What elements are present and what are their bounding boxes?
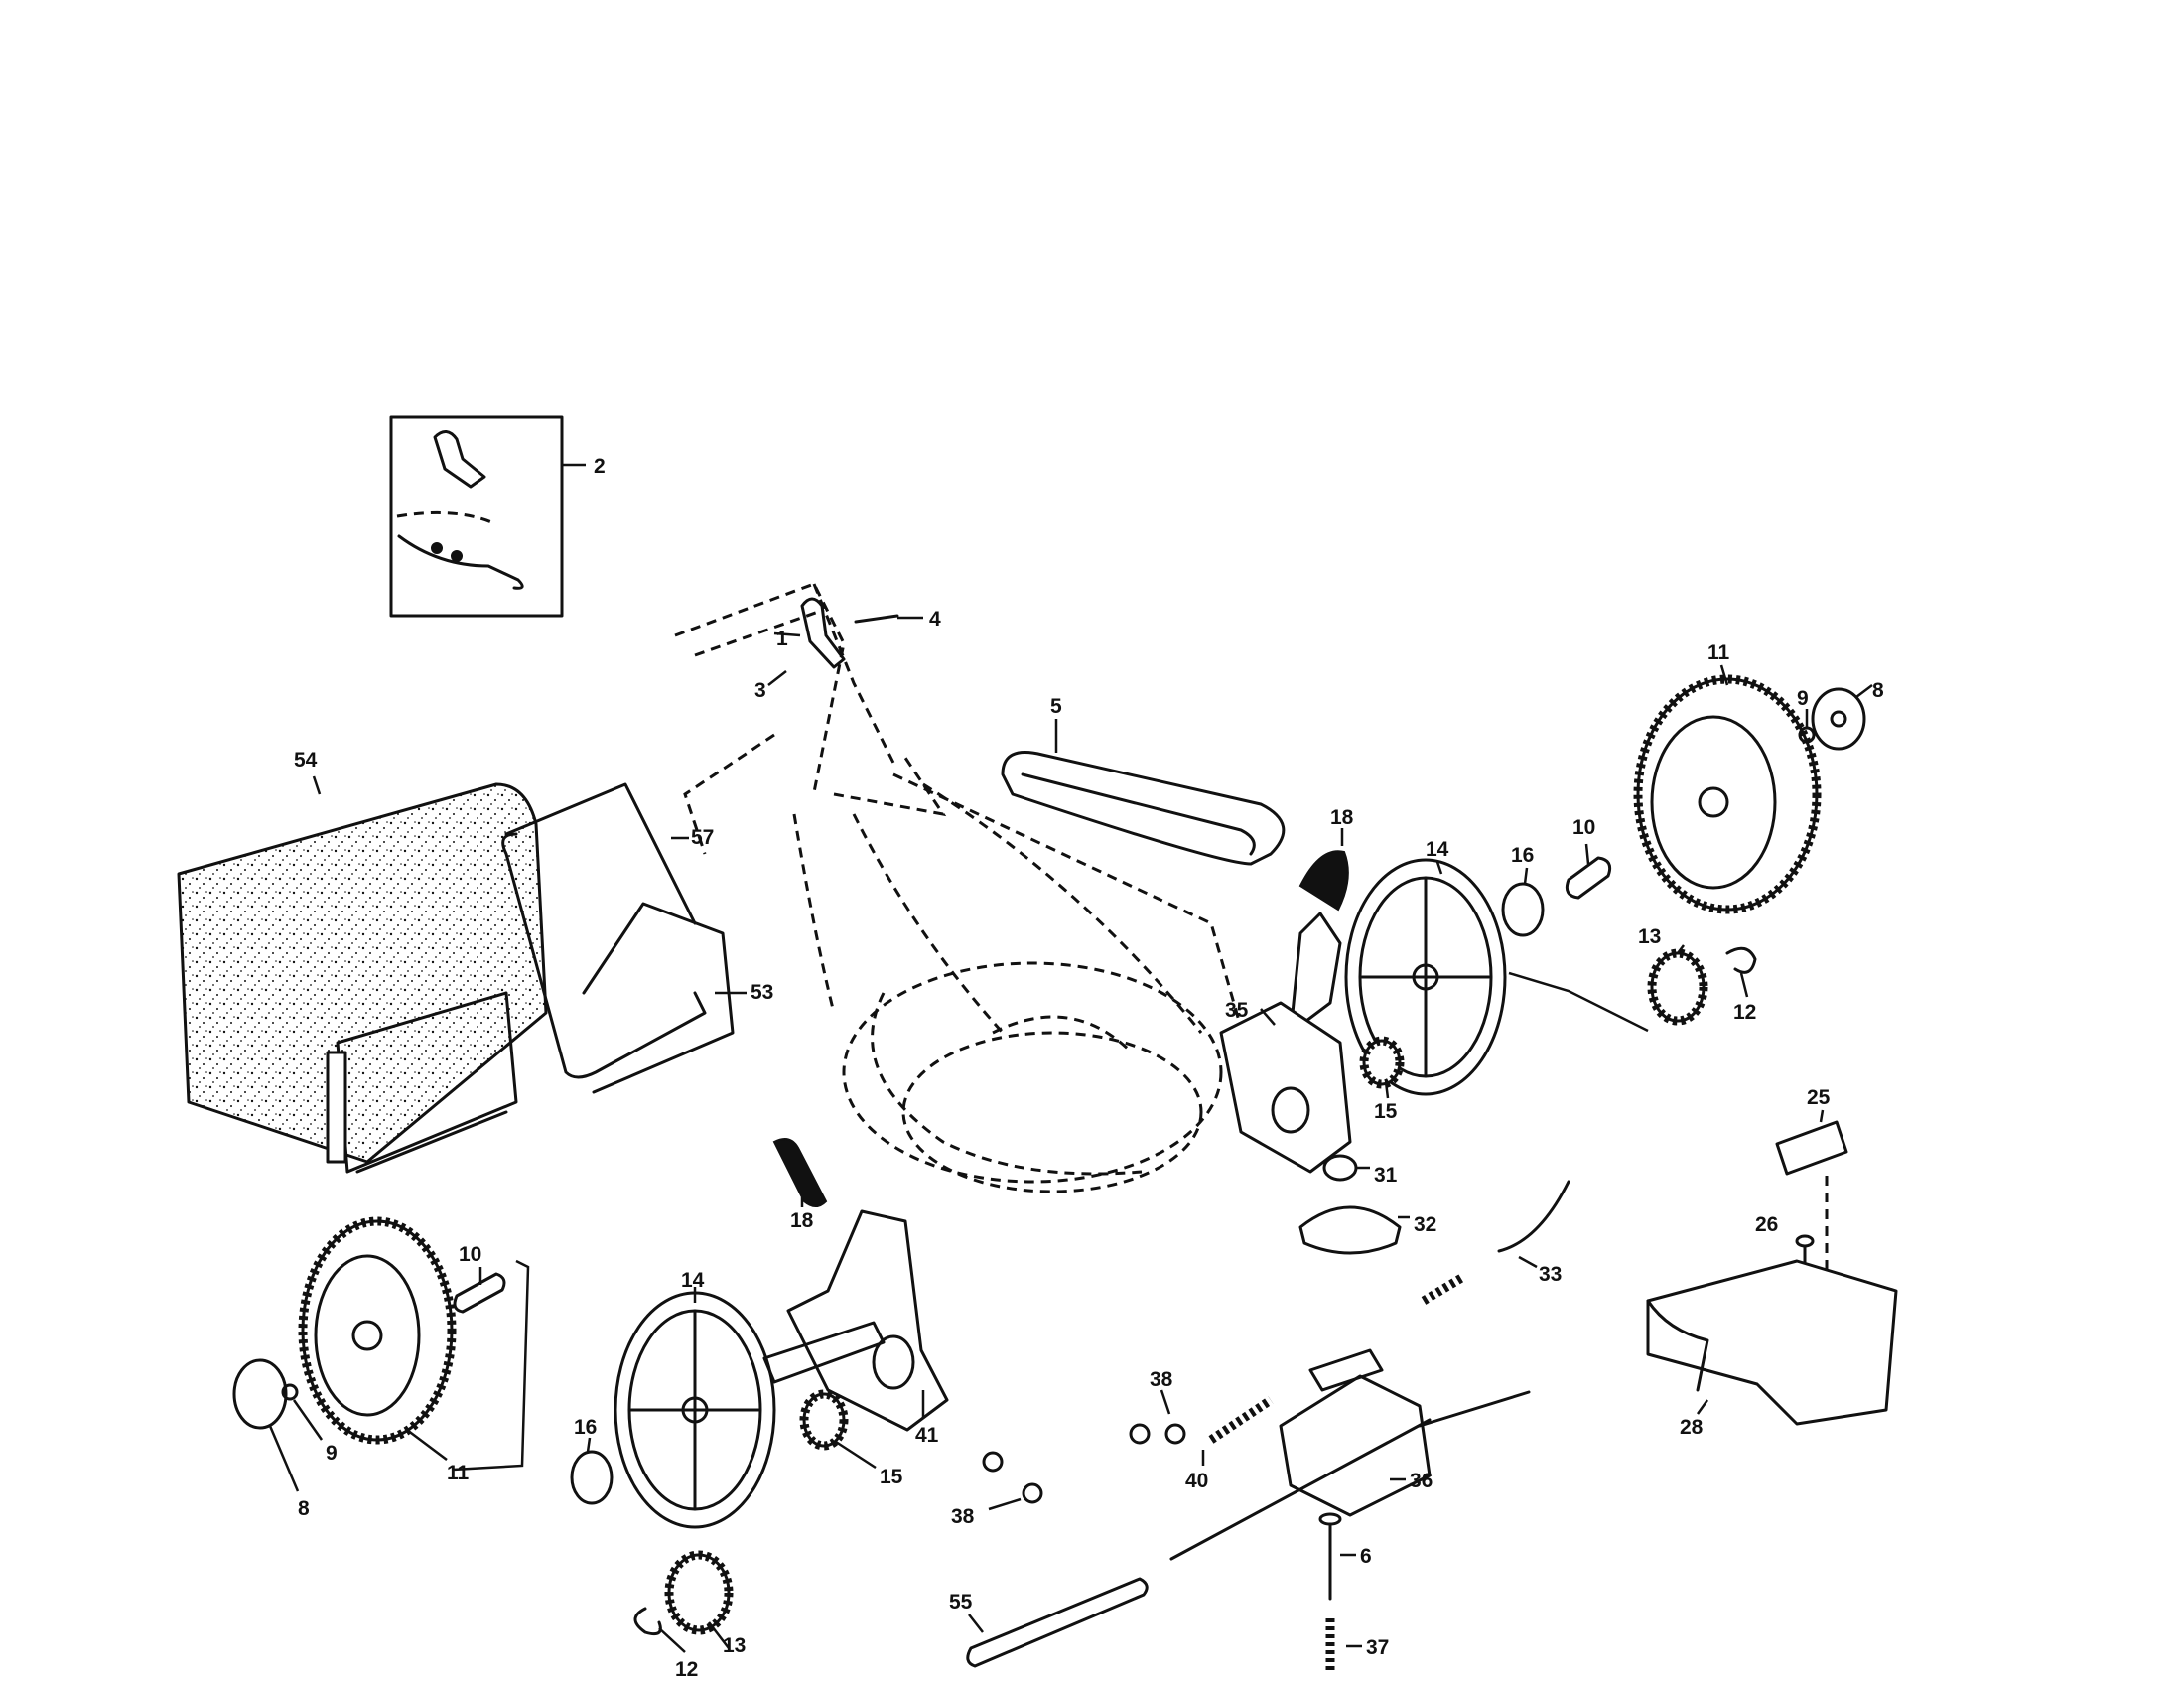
label-25 (1775, 1109, 1848, 1295)
callout-14-left: 14 (681, 1269, 705, 1292)
left-wheel-11 (298, 1216, 457, 1461)
gear-13-left (633, 1550, 734, 1653)
callout-28: 28 (1680, 1416, 1704, 1439)
handle-outline (674, 582, 1253, 1063)
belt (1001, 719, 1286, 866)
inset-box (389, 415, 586, 618)
left-gear-wheel-14 (614, 1287, 776, 1529)
callout-6: 6 (1360, 1545, 1372, 1568)
callout-16-right: 16 (1511, 844, 1534, 867)
bag-frame (501, 782, 747, 1094)
bushing-10 (452, 1259, 530, 1472)
right-gear-wheel-14 (1344, 858, 1649, 1096)
washer-16-left (570, 1437, 614, 1505)
callout-12-left: 12 (675, 1658, 698, 1681)
callout-labels: 1 2 3 4 5 6 8 8 9 9 10 10 11 11 12 12 13… (294, 455, 1884, 1681)
callout-55: 55 (949, 1591, 973, 1614)
callout-16-left: 16 (574, 1416, 597, 1439)
callout-8-right: 8 (1872, 679, 1884, 702)
callout-5: 5 (1050, 695, 1062, 718)
callout-40: 40 (1185, 1470, 1208, 1492)
grass-bag (177, 775, 548, 1174)
callout-1: 1 (776, 628, 788, 650)
right-washer-16 (1501, 867, 1545, 937)
callout-12-right: 12 (1733, 1001, 1756, 1024)
callout-38-bottom: 38 (951, 1505, 975, 1528)
right-drive-bracket-35 (1219, 912, 1352, 1174)
callout-37: 37 (1366, 1636, 1389, 1659)
callout-10-left: 10 (459, 1243, 481, 1266)
rod-55 (966, 1577, 1149, 1668)
callout-11-left: 11 (447, 1462, 470, 1484)
callout-14-right: 14 (1426, 838, 1449, 861)
cap-31-32 (1298, 1154, 1410, 1255)
right-hubcap-8 (1798, 684, 1873, 751)
guard-18-left (772, 1138, 828, 1207)
gear-15-right (1359, 1036, 1405, 1099)
gear-15-left (799, 1389, 877, 1470)
callout-18-right: 18 (1330, 806, 1354, 829)
left-drive-bracket-41 (762, 1209, 949, 1432)
callout-2: 2 (594, 455, 606, 478)
gear-13-right (1647, 944, 1757, 1026)
callout-15-left: 15 (880, 1466, 903, 1488)
spring-40 (1201, 1396, 1274, 1466)
right-bushing-10 (1565, 843, 1612, 900)
bolt-6-spring-37 (1318, 1512, 1362, 1674)
callout-10-right: 10 (1572, 816, 1595, 839)
cable-33 (1421, 1180, 1570, 1305)
callout-36: 36 (1410, 1470, 1433, 1492)
deck-outline (842, 961, 1223, 1193)
hubcap-8 (232, 1358, 324, 1492)
callout-13-left: 13 (723, 1634, 746, 1657)
callout-3: 3 (754, 679, 766, 702)
callout-54: 54 (294, 749, 318, 772)
callout-18-left: 18 (790, 1209, 814, 1232)
nuts-38 (982, 1389, 1186, 1511)
callout-4: 4 (929, 608, 941, 631)
callout-53: 53 (751, 981, 773, 1004)
chute-28 (1646, 1259, 1898, 1426)
callout-8-left: 8 (298, 1497, 310, 1520)
callout-13-right: 13 (1638, 925, 1661, 948)
callout-11-right: 11 (1707, 641, 1730, 664)
callout-15-right: 15 (1374, 1100, 1398, 1123)
callout-25: 25 (1807, 1086, 1831, 1109)
callout-57: 57 (691, 826, 714, 849)
guard-18-right (1298, 828, 1349, 912)
callout-9-left: 9 (326, 1442, 338, 1465)
right-wheel-11 (1633, 664, 1822, 914)
callout-35: 35 (1225, 999, 1249, 1022)
callout-32: 32 (1414, 1213, 1436, 1236)
callout-41: 41 (915, 1424, 939, 1447)
callout-31: 31 (1374, 1164, 1398, 1187)
callout-9-right: 9 (1797, 687, 1809, 710)
transmission-36 (1169, 1348, 1531, 1561)
callout-26: 26 (1755, 1213, 1778, 1236)
callout-38-top: 38 (1150, 1368, 1173, 1391)
callout-33: 33 (1539, 1263, 1562, 1286)
